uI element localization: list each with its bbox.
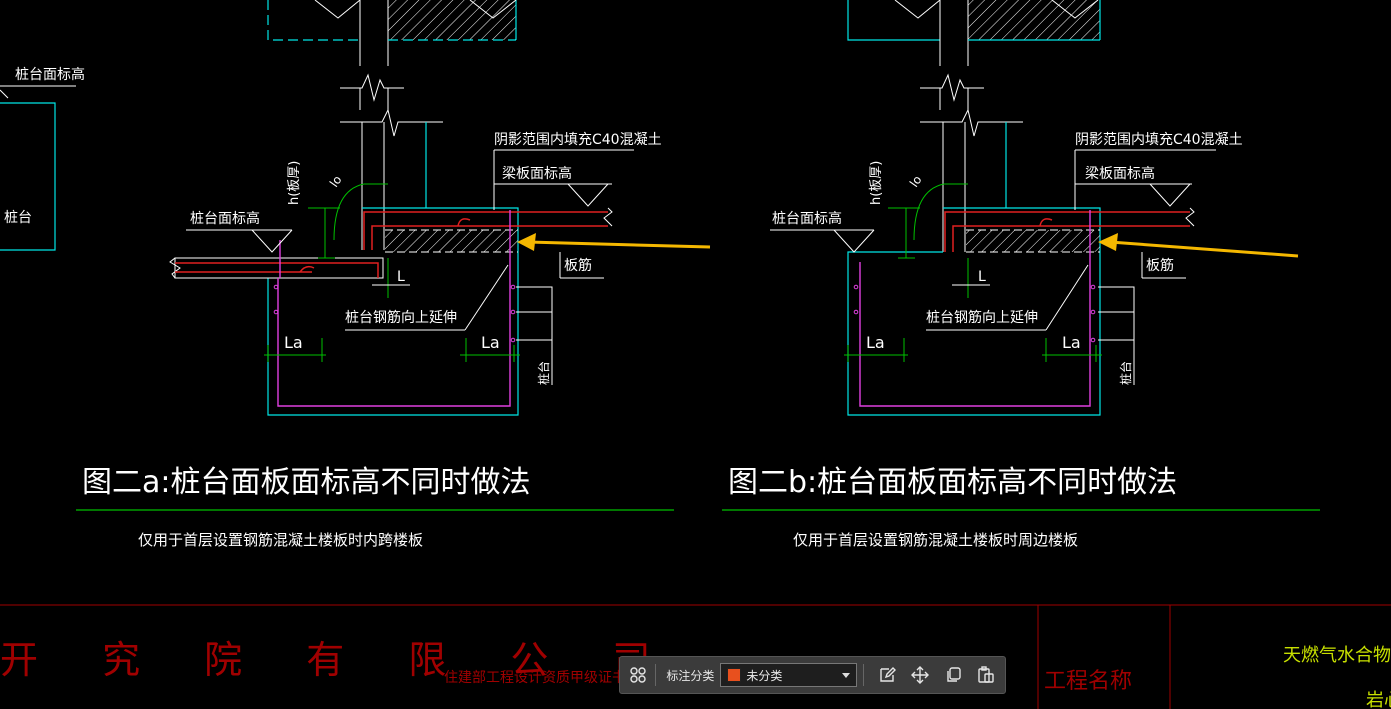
chevron-down-icon xyxy=(842,672,851,678)
a-label-shade-fill: 阴影范围内填充C40混凝土 xyxy=(494,131,662,148)
title-block: 开 究 院 有 限 公 司 住建部工程设计资质甲级证书 工程名称 天燃气水合物钻… xyxy=(0,604,1391,709)
toolbar-separator xyxy=(863,664,864,686)
detail-a: 桩台面标高 梁板面标高 阴影范围内填充C40混凝土 h(板厚) lo L 板筋 … xyxy=(76,0,711,549)
left-label-pile-top: 桩台面标高 xyxy=(15,66,85,83)
annotation-category-label: 标注分类 xyxy=(666,668,715,683)
selected-category: 未分类 xyxy=(746,668,783,683)
edit-icon[interactable] xyxy=(874,662,900,688)
b-label-l: L xyxy=(978,269,986,285)
category-color-swatch xyxy=(727,668,742,682)
a-label-la-left: La xyxy=(284,333,303,352)
b-label-h-slab: h(板厚) xyxy=(869,161,884,205)
grid-icon[interactable] xyxy=(626,662,649,688)
b-label-la-left: La xyxy=(866,333,885,352)
a-label-l: L xyxy=(397,269,405,285)
paste-icon[interactable] xyxy=(973,662,999,688)
move-icon[interactable] xyxy=(907,662,933,688)
b-subtitle: 仅用于首层设置钢筋混凝土楼板时周边楼板 xyxy=(793,531,1078,549)
b-title: 图二b:桩台面板面标高不同时做法 xyxy=(728,465,1177,500)
copy-icon[interactable] xyxy=(940,662,966,688)
a-label-beam-top: 梁板面标高 xyxy=(502,165,572,182)
left-partial-panel: 桩台面标高 桩台 xyxy=(0,66,85,251)
b-label-la-right: La xyxy=(1062,333,1081,352)
annotation-toolbar: 标注分类 未分类 xyxy=(619,656,1006,694)
b-label-pile-cap: 桩台 xyxy=(1118,361,1133,385)
annotation-category-select[interactable]: 未分类 xyxy=(720,663,858,687)
a-label-pile-cap: 桩台 xyxy=(536,361,551,385)
a-label-slab-rebar: 板筋 xyxy=(564,257,592,274)
b-label-pile-rebar-up: 桩台钢筋向上延伸 xyxy=(926,309,1038,326)
b-label-lo: lo xyxy=(907,173,925,190)
project-name-label: 工程名称 xyxy=(1044,669,1132,694)
a-label-pile-top: 桩台面标高 xyxy=(190,210,260,227)
a-label-la-right: La xyxy=(481,333,500,352)
a-subtitle: 仅用于首层设置钢筋混凝土楼板时内跨楼板 xyxy=(138,531,423,549)
b-label-slab-rebar: 板筋 xyxy=(1146,257,1174,274)
toolbar-separator xyxy=(655,664,657,686)
detail-b: 桩台面标高 梁板面标高 阴影范围内填充C40混凝土 h(板厚) lo L 板筋 … xyxy=(722,0,1320,549)
a-label-lo: lo xyxy=(327,173,345,190)
b-label-pile-top: 桩台面标高 xyxy=(772,210,842,227)
a-label-h-slab: h(板厚) xyxy=(287,161,302,205)
a-label-pile-rebar-up: 桩台钢筋向上延伸 xyxy=(345,309,457,326)
project-name: 天燃气水合物钻采船 xyxy=(1283,645,1391,666)
certificate-text: 住建部工程设计资质甲级证书 xyxy=(444,670,626,686)
b-label-beam-top: 梁板面标高 xyxy=(1085,165,1155,182)
company-name: 开 究 院 有 限 公 司 xyxy=(0,638,676,682)
left-label-pile: 桩台 xyxy=(4,209,32,226)
project-name-2: 岩心 xyxy=(1366,690,1391,709)
b-label-shade-fill: 阴影范围内填充C40混凝土 xyxy=(1075,131,1243,148)
a-title: 图二a:桩台面板面标高不同时做法 xyxy=(82,465,531,500)
